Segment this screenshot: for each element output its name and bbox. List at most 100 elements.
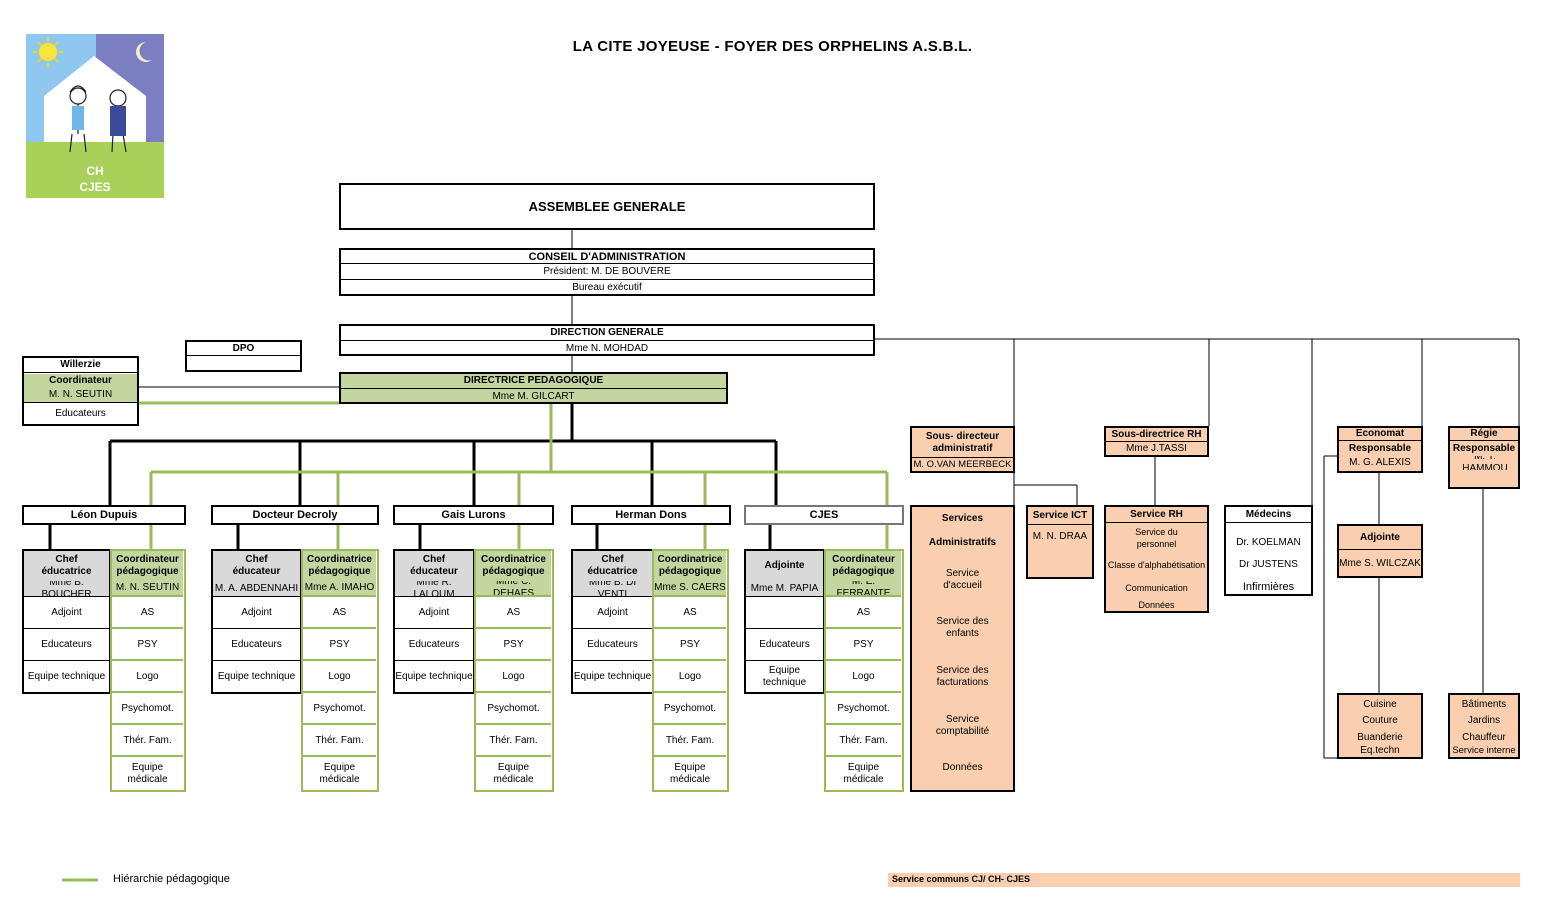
service-rh-box: Service RH Service du personnel Classe d… — [1104, 505, 1209, 613]
chef-name: Mme B. DI VENTI — [573, 581, 652, 597]
coord-name: M. N. SEUTIN — [112, 581, 183, 597]
house-chef-column: Chef éducatrice Mme B. BOUCHER Adjoint E… — [22, 549, 111, 694]
direction-generale-box: DIRECTION GENERALE Mme N. MOHDAD — [339, 324, 875, 356]
coord-service: AS — [112, 599, 183, 629]
conseil-title: CONSEIL D'ADMINISTRATION — [341, 250, 873, 264]
coord-service: Psychomot. — [303, 695, 376, 725]
coord-service: AS — [303, 599, 376, 629]
economat-name: M. G. ALEXIS — [1349, 457, 1411, 468]
willerzie-box: Willerzie Coordinateur M. N. SEUTIN Educ… — [22, 356, 139, 426]
left-item: Adjoint — [395, 598, 473, 629]
page-title: LA CITE JOYEUSE - FOYER DES ORPHELINS A.… — [572, 38, 973, 55]
willerzie-educ: Educateurs — [55, 408, 106, 419]
left-item — [746, 598, 823, 629]
service-rh-item: Classe d'alphabétisation — [1107, 560, 1206, 570]
direction-title: DIRECTION GENERALE — [341, 326, 873, 341]
left-item: Equipe technique — [395, 671, 473, 682]
medecins-box: Médecins Dr. KOELMAN Dr JUSTENS Infirmiè… — [1224, 505, 1313, 596]
house-coord-column: Coordinatrice pédagogique Mme S. CAERS A… — [652, 549, 729, 792]
regie-item: Jardins — [1467, 714, 1501, 726]
sous-directrice-rh-box: Sous-directrice RH Mme J.TASSI — [1104, 426, 1209, 457]
directrice-pedagogique-box: DIRECTRICE PEDAGOGIQUE Mme M. GILCART — [339, 372, 728, 404]
coord-service: PSY — [303, 631, 376, 661]
house-chef-column: Chef éducatrice Mme B. DI VENTI Adjoint … — [571, 549, 654, 694]
chef-name: M. A. ABDENNAHI — [213, 581, 300, 597]
coord-service: Equipe médicale — [493, 762, 534, 785]
regie-item: Service interne — [1452, 745, 1516, 756]
left-item: Equipe technique — [27, 671, 106, 682]
coord-name: M. E. FERRANTE — [826, 581, 901, 597]
directrice-title: DIRECTRICE PEDAGOGIQUE — [341, 374, 726, 389]
logo-text-cjes: CJES — [79, 180, 111, 194]
house-header-docteur-decroly: Docteur Decroly — [211, 505, 379, 525]
left-item: Educateurs — [24, 630, 109, 661]
coord-service: Equipe médicale — [319, 762, 360, 785]
economat-item: Eq.techn — [1360, 745, 1400, 756]
services-admin-title: Services Administratifs — [928, 513, 997, 548]
chef-title: Adjointe — [746, 551, 823, 581]
left-item: Adjoint — [24, 598, 109, 629]
economat-box: Economat Responsable M. G. ALEXIS — [1337, 426, 1423, 473]
services-admin-item: Service comptabilité — [935, 714, 990, 737]
medecins-item: Infirmières — [1242, 581, 1295, 593]
economat-adjointe-box: Adjointe Mme S. WILCZAK — [1337, 524, 1423, 578]
coord-service: Thér. Fam. — [826, 727, 901, 757]
coord-title: Coordinateur pédagogique — [826, 551, 901, 581]
economat-adjointe-name: Mme S. WILCZAK — [1339, 557, 1421, 569]
coord-service: PSY — [476, 631, 551, 661]
coord-service: Logo — [476, 663, 551, 693]
chef-name: Mme B. BOUCHER — [24, 581, 109, 597]
house-header-leon-dupuis: Léon Dupuis — [22, 505, 186, 525]
willerzie-coord-name: M. N. SEUTIN — [24, 388, 137, 403]
house-header-cjes: CJES — [744, 505, 904, 525]
services-admin-item: Service d'accueil — [943, 568, 982, 591]
coord-title: Coordinatrice pédagogique — [303, 551, 376, 581]
service-rh-item: Communication — [1125, 583, 1188, 593]
economat-item: Couture — [1362, 714, 1398, 726]
coord-service: Thér. Fam. — [112, 727, 183, 757]
left-item: Educateurs — [573, 630, 652, 661]
regie-services-box: Bâtiments Jardins Chauffeur Service inte… — [1448, 693, 1520, 759]
coord-service: AS — [654, 599, 726, 629]
house-header-gais-lurons: Gais Lurons — [393, 505, 554, 525]
coord-title: Coordinatrice pédagogique — [654, 551, 726, 581]
house-coord-column: Coordinateur pédagogique M. E. FERRANTE … — [824, 549, 904, 792]
sous-directrice-rh-title: Sous-directrice RH — [1106, 428, 1207, 442]
coord-service: Equipe médicale — [127, 762, 168, 785]
service-ict-box: Service ICT M. N. DRAA — [1026, 505, 1094, 579]
coord-name: Mme S. CAERS — [654, 581, 726, 597]
conseil-president: Président: M. DE BOUVERE — [341, 265, 873, 280]
coord-title: Coordinateur pédagogique — [112, 551, 183, 581]
legend-label: Hiérarchie pédagogique — [113, 873, 230, 885]
coord-service: Logo — [654, 663, 726, 693]
economat-adjointe-title: Adjointe — [1339, 526, 1421, 550]
logo-illustration — [26, 34, 164, 198]
chef-name: Mme R. LALOUM — [395, 581, 473, 597]
services-admin-item: Service des enfants — [936, 616, 989, 639]
regie-box: Régie Responsable M. Y. HAMMOU — [1448, 426, 1520, 489]
coord-title: Coordinatrice pédagogique — [476, 551, 551, 581]
coord-service: PSY — [112, 631, 183, 661]
directrice-name: Mme M. GILCART — [492, 390, 575, 402]
left-item: Educateurs — [395, 630, 473, 661]
sous-directeur-admin-box: Sous- directeur administratif M. O.VAN M… — [910, 426, 1015, 473]
coord-service: Psychomot. — [476, 695, 551, 725]
economat-services-box: Cuisine Couture Buanderie Eq.techn — [1337, 693, 1423, 759]
ict-name: M. N. DRAA — [1032, 531, 1088, 542]
regie-role: Responsable — [1452, 443, 1516, 454]
house-chef-column: Chef éducateur Mme R. LALOUM Adjoint Edu… — [393, 549, 475, 694]
left-item: Adjoint — [213, 598, 300, 629]
services-admin-item: Service des facturations — [936, 665, 989, 688]
coord-name: Mme A. IMAHO — [303, 581, 376, 597]
chef-name: Mme M. PAPIA — [746, 581, 823, 597]
coord-service: Psychomot. — [112, 695, 183, 725]
coord-service: Equipe médicale — [843, 762, 884, 785]
coord-service: Logo — [303, 663, 376, 693]
left-item: Equipe technique — [217, 671, 296, 682]
dpo-title: DPO — [187, 342, 300, 356]
ict-title: Service ICT — [1028, 507, 1092, 525]
left-item: Adjoint — [573, 598, 652, 629]
assemblee-generale-box: ASSEMBLEE GENERALE — [339, 183, 875, 230]
chef-title: Chef éducateur — [213, 551, 300, 581]
